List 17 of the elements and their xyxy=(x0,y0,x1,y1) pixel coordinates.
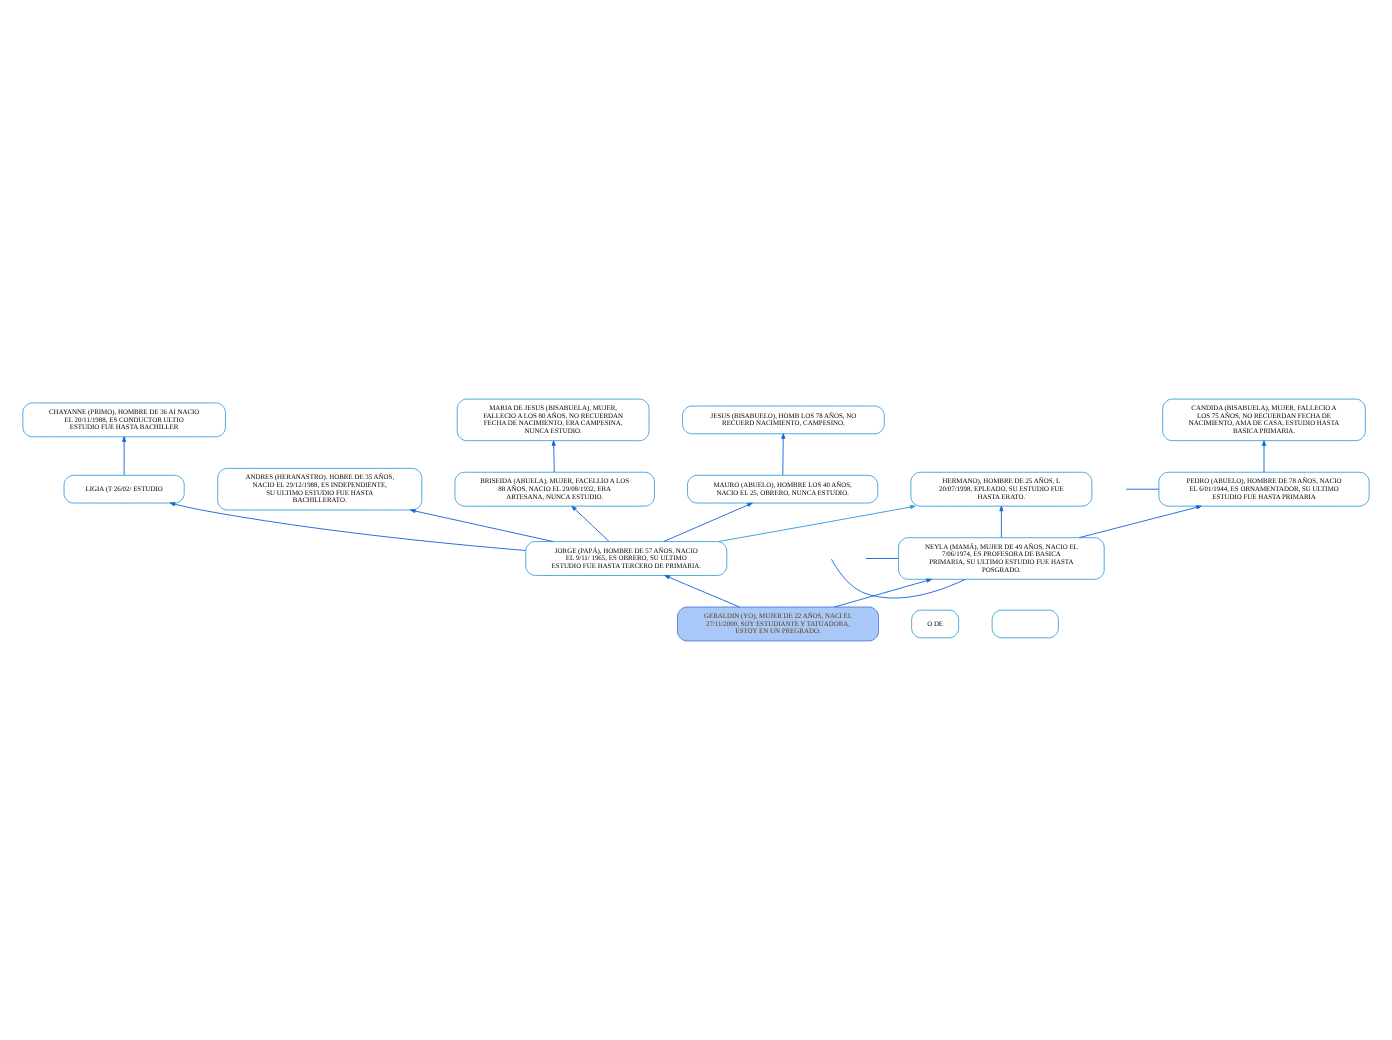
arrow xyxy=(169,502,527,551)
arrow xyxy=(551,440,556,473)
arrow xyxy=(122,436,127,476)
connector xyxy=(1125,488,1160,490)
arrow xyxy=(718,504,916,542)
arrow xyxy=(999,505,1004,538)
node-box xyxy=(991,609,1059,639)
arrow xyxy=(663,502,753,542)
arrow xyxy=(410,509,554,542)
connector xyxy=(865,558,899,559)
arrow xyxy=(571,505,610,542)
arrow xyxy=(1078,505,1202,539)
connector xyxy=(831,558,966,599)
arrow xyxy=(664,575,740,608)
arrow xyxy=(834,578,932,608)
arrow xyxy=(781,433,786,476)
arrow xyxy=(1261,440,1267,473)
